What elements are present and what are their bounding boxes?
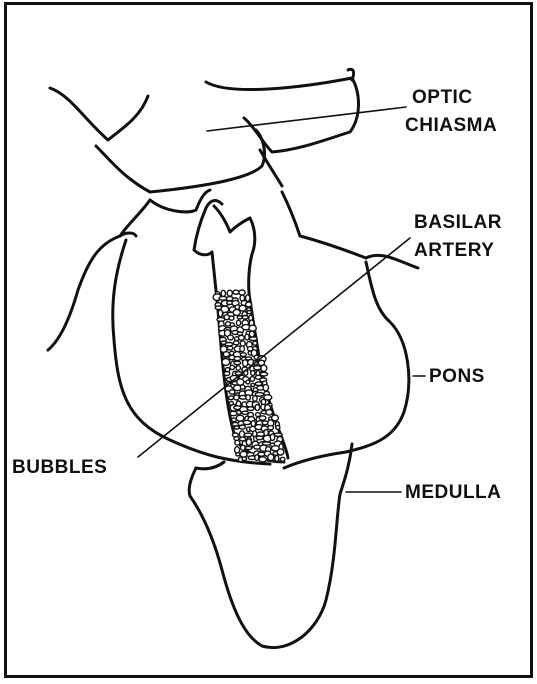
bubble bbox=[259, 457, 267, 462]
bubble bbox=[229, 396, 234, 400]
bubble bbox=[249, 331, 254, 337]
bubble bbox=[236, 415, 244, 421]
label-chiasma: CHIASMA bbox=[405, 115, 497, 136]
bubble bbox=[253, 396, 257, 401]
bubble bbox=[218, 310, 222, 317]
bubble bbox=[225, 343, 233, 346]
bubble bbox=[228, 335, 234, 340]
label-basilar: BASILAR bbox=[414, 212, 502, 233]
bubble bbox=[259, 416, 266, 420]
bubble bbox=[235, 440, 240, 445]
bubble bbox=[241, 445, 246, 450]
bubble bbox=[268, 426, 274, 430]
bubble bbox=[246, 302, 252, 307]
bubble bbox=[235, 426, 240, 429]
bubble bbox=[242, 457, 246, 460]
bubble bbox=[239, 290, 245, 295]
bubble bbox=[251, 383, 255, 386]
label-artery: ARTERY bbox=[414, 240, 494, 261]
leader-optic-chiasma bbox=[207, 107, 406, 131]
bubble bbox=[263, 384, 268, 391]
bubble bbox=[237, 411, 242, 415]
bubble bbox=[276, 425, 280, 429]
bubble bbox=[240, 346, 245, 352]
bubble bbox=[236, 366, 240, 371]
bubble bbox=[236, 320, 240, 325]
bubble bbox=[222, 359, 230, 366]
bubble bbox=[245, 446, 252, 449]
bubble bbox=[249, 325, 256, 331]
bubble bbox=[234, 361, 241, 364]
bubble bbox=[250, 377, 254, 382]
bubble bbox=[247, 311, 251, 314]
bubble bbox=[239, 425, 245, 429]
bubble bbox=[280, 457, 285, 461]
label-pons: PONS bbox=[429, 366, 485, 387]
bubble bbox=[224, 372, 230, 376]
bubble bbox=[255, 382, 262, 386]
bubble bbox=[239, 335, 245, 340]
bubble bbox=[229, 316, 234, 320]
bubble bbox=[240, 353, 246, 357]
label-medulla: MEDULLA bbox=[405, 482, 501, 503]
bubble bbox=[277, 449, 284, 455]
bubble bbox=[227, 346, 232, 350]
bubble bbox=[230, 365, 235, 369]
bubble bbox=[245, 334, 249, 340]
bubble bbox=[251, 371, 255, 376]
bubble bbox=[261, 365, 267, 371]
bubble bbox=[275, 455, 279, 461]
bubble bbox=[232, 418, 237, 422]
bubble bbox=[234, 357, 241, 361]
bubble bbox=[246, 439, 251, 445]
bubble bbox=[254, 366, 261, 370]
bubble bbox=[227, 290, 232, 296]
bubble bbox=[234, 395, 239, 400]
bubble bbox=[233, 341, 239, 345]
bubble bbox=[255, 404, 260, 410]
bubble bbox=[256, 436, 263, 440]
bubble bbox=[246, 380, 250, 384]
bubble bbox=[255, 455, 259, 461]
bubble bbox=[247, 407, 254, 411]
bubble bbox=[243, 420, 251, 424]
bubble bbox=[242, 316, 248, 320]
bubble bbox=[237, 316, 242, 319]
bubble bbox=[246, 395, 250, 400]
bubble bbox=[268, 454, 274, 460]
bubble bbox=[270, 434, 274, 441]
label-optic: OPTIC bbox=[412, 87, 473, 108]
medulla bbox=[189, 444, 352, 648]
label-bubbles: BUBBLES bbox=[12, 457, 107, 478]
bubble bbox=[233, 310, 240, 316]
optic-chiasma bbox=[50, 69, 359, 192]
bubble bbox=[253, 341, 257, 345]
bubble bbox=[266, 410, 273, 416]
bubble bbox=[249, 337, 257, 341]
bubble bbox=[244, 433, 252, 437]
